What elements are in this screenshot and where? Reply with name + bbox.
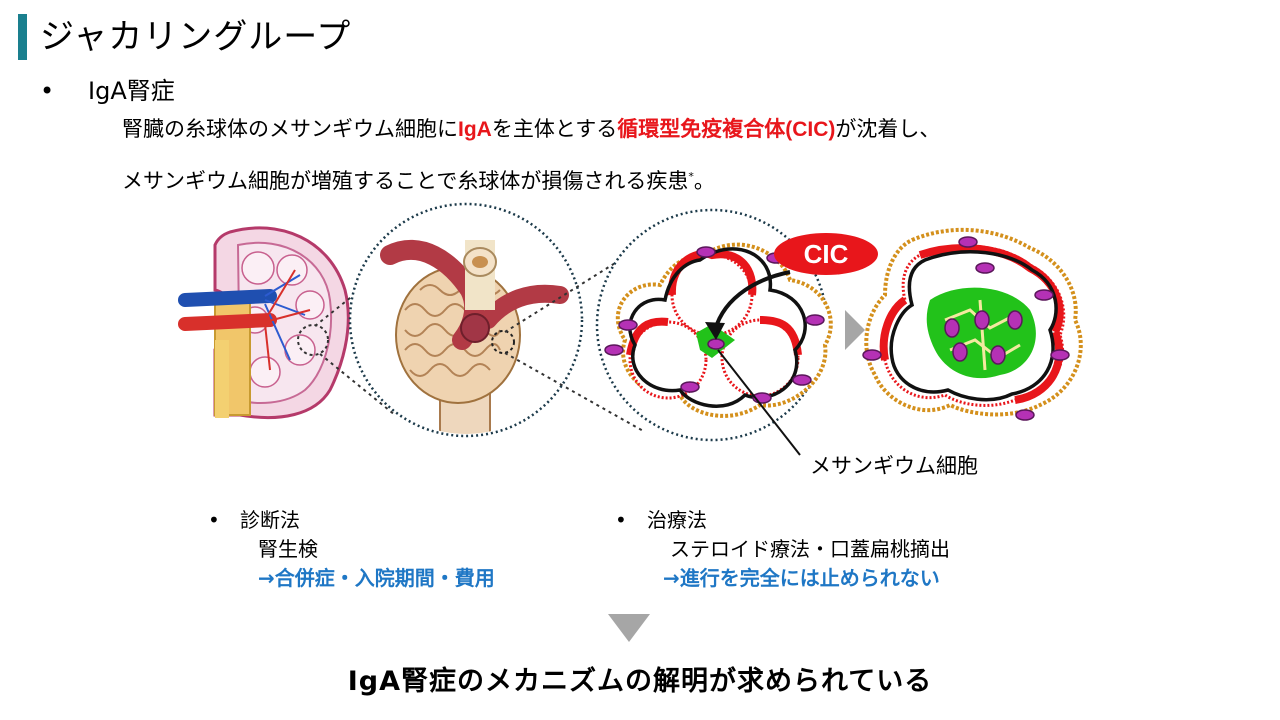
diagnosis-block: • 診断法 腎生検 →合併症・入院期間・費用 — [208, 506, 495, 593]
bullet-marker: • — [615, 508, 627, 532]
description-line-1: 腎臓の糸球体のメサンギウム細胞にIgAを主体とする循環型免疫複合体(CIC)が沈… — [122, 114, 940, 145]
desc-text: が沈着し、 — [835, 117, 941, 141]
footnote-marker: * — [688, 170, 694, 183]
diagnosis-heading: 診断法 — [240, 508, 300, 532]
treatment-issue: →進行を完全には止められない — [663, 566, 940, 590]
treatment-block: • 治療法 ステロイド療法・口蓋扁桃摘出 →進行を完全には止められない — [615, 506, 950, 593]
conclusion-arrow — [608, 614, 650, 642]
iga-highlight: IgA — [458, 118, 492, 141]
cic-badge-text: CIC — [804, 239, 849, 269]
nephron-zoom — [348, 202, 584, 438]
cic-highlight: 循環型免疫複合体(CIC) — [617, 118, 836, 141]
glomerulus-zoom — [595, 208, 833, 456]
description-line-2: メサンギウム細胞が増殖することで糸球体が損傷される疾患*。 — [122, 162, 715, 196]
mesangial-cell-label: メサンギウム細胞 — [810, 454, 978, 478]
treatment-heading-row: • 治療法 — [615, 506, 950, 535]
bullet-text: IgA腎症 — [88, 77, 175, 105]
progression-arrow — [845, 310, 865, 350]
diagnosis-method: 腎生検 — [258, 537, 318, 561]
zoom-lines-2 — [504, 259, 646, 433]
title-accent-bar — [18, 14, 27, 60]
desc-text: 。 — [693, 169, 715, 193]
iga-nephropathy-diagram: CIC — [178, 202, 1083, 456]
kidney-illustration — [178, 226, 350, 420]
treatment-heading: 治療法 — [647, 508, 707, 532]
conclusion-text: IgA腎症のメカニズムの解明が求められている — [347, 666, 933, 697]
bullet-marker: • — [40, 77, 55, 105]
diagnosis-issue: →合併症・入院期間・費用 — [258, 566, 495, 590]
desc-text: メサンギウム細胞が増殖することで糸球体が損傷される疾患 — [122, 169, 689, 193]
treatment-method: ステロイド療法・口蓋扁桃摘出 — [670, 537, 950, 561]
cic-badge: CIC — [774, 233, 878, 275]
proliferated-glomerulus — [862, 227, 1083, 421]
desc-text: を主体とする — [491, 117, 618, 141]
slide-title: ジャカリングループ — [40, 17, 352, 57]
diagnosis-heading-row: • 診断法 — [208, 506, 495, 535]
main-bullet: • IgA腎症 — [40, 74, 175, 108]
bullet-marker: • — [208, 508, 220, 532]
desc-text: 腎臓の糸球体のメサンギウム細胞に — [122, 117, 458, 141]
